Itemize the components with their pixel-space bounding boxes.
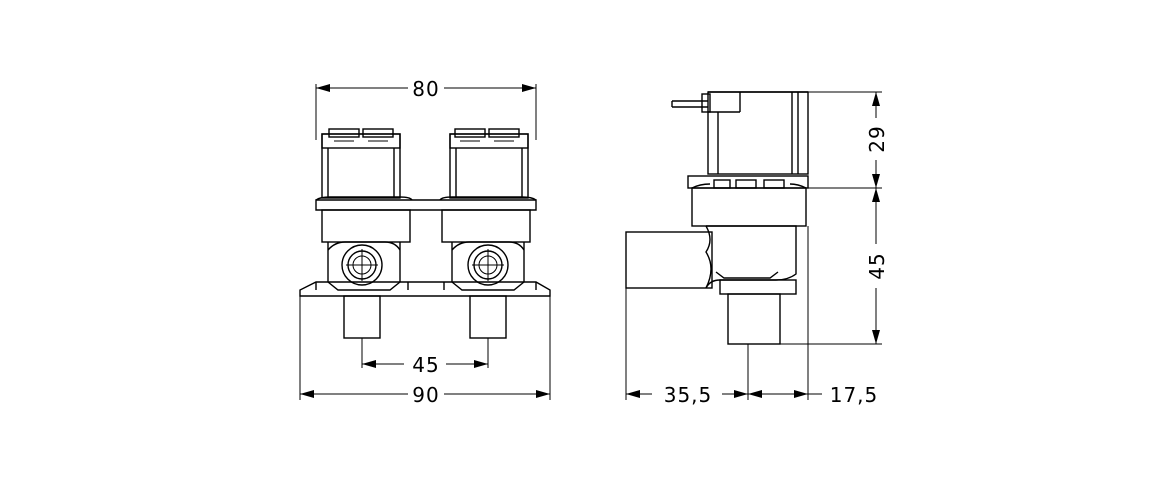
dimension-29: 29	[865, 92, 889, 188]
outlet-nozzles	[343, 295, 507, 339]
side-lower-body	[705, 225, 797, 345]
dimension-29-label: 29	[865, 125, 889, 152]
dimension-90-label: 90	[412, 383, 439, 407]
side-valve-housing	[687, 175, 809, 227]
valve-bodies	[315, 196, 537, 282]
dimension-17-5-label: 17,5	[830, 383, 879, 407]
right-inlet-port	[467, 244, 509, 286]
dimension-45-side-label: 45	[865, 252, 889, 279]
dimension-90: 90	[299, 296, 551, 407]
terminal-pin	[671, 93, 711, 113]
side-view: 29 45 35,5 17,5	[625, 91, 889, 407]
dimension-80: 80	[315, 77, 537, 140]
side-coil	[707, 91, 809, 175]
left-inlet-port	[341, 244, 383, 286]
dimension-45-front: 45	[361, 338, 489, 377]
dimension-80-label: 80	[412, 77, 439, 101]
side-extension-lines	[625, 91, 882, 400]
dimension-45-side: 45	[865, 188, 889, 344]
base-flange	[299, 281, 551, 297]
front-view: 80	[299, 77, 551, 407]
dimension-35-5-label: 35,5	[664, 383, 713, 407]
left-coil	[321, 128, 401, 199]
side-inlet-pipe	[625, 225, 713, 289]
dimension-35-5: 35,5	[626, 383, 748, 407]
dimension-45-front-label: 45	[412, 353, 439, 377]
right-coil	[449, 128, 529, 199]
dimension-17-5: 17,5	[748, 383, 879, 407]
